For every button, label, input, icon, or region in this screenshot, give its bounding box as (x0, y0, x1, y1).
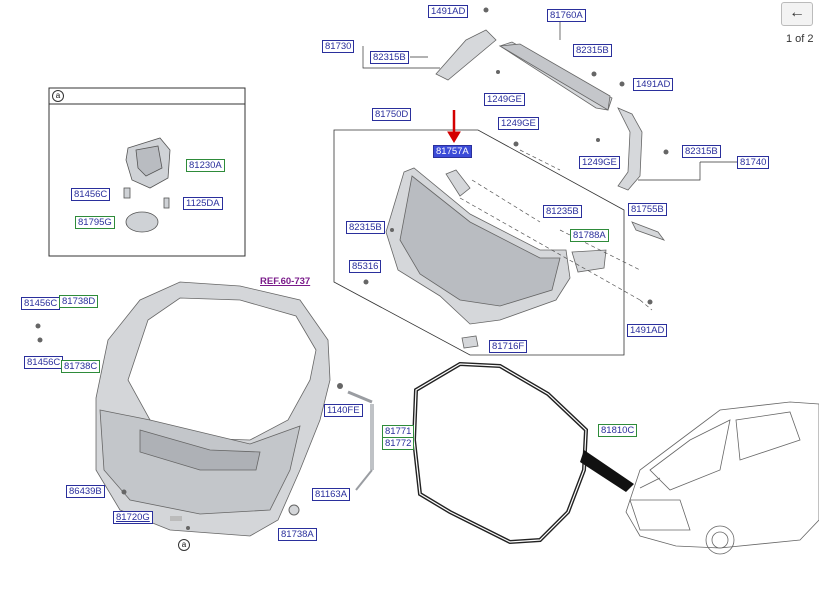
part-label-81788a[interactable]: 81788A (570, 229, 609, 242)
arrow-left-icon: ← (789, 4, 805, 21)
page-indicator: 1 of 2 (786, 33, 814, 45)
part-label-81757a-selected[interactable]: 81757A (433, 145, 472, 158)
seal-pointer (580, 450, 634, 492)
part-label-81738d[interactable]: 81738D (59, 295, 99, 308)
part-label-81760a[interactable]: 81760A (547, 9, 586, 22)
part-label-81730[interactable]: 81730 (322, 40, 355, 53)
part-label-81795g[interactable]: 81795G (75, 216, 115, 229)
trim-group-frame (333, 129, 625, 356)
reference-link[interactable]: REF.60-737 (260, 276, 311, 287)
upper-trim-drawing (435, 29, 643, 191)
weatherstrip-seal (411, 361, 589, 545)
part-label-1249ge[interactable]: 1249GE (579, 156, 620, 169)
solid-leaders (362, 20, 737, 181)
part-label-81456c[interactable]: 81456C (24, 356, 64, 369)
part-label-82315b[interactable]: 82315B (370, 51, 409, 64)
part-label-1249ge[interactable]: 1249GE (498, 117, 539, 130)
part-label-81230a[interactable]: 81230A (186, 159, 225, 172)
gas-strut-drawing (347, 390, 374, 491)
part-label-81716f[interactable]: 81716F (489, 340, 528, 353)
part-label-81235b[interactable]: 81235B (543, 205, 582, 218)
part-label-85316[interactable]: 85316 (349, 260, 382, 273)
red-arrow (447, 110, 461, 143)
callout-a-inset: a (52, 90, 64, 102)
part-label-82315b[interactable]: 82315B (346, 221, 385, 234)
part-label-82315b[interactable]: 82315B (573, 44, 612, 57)
part-label-1491ad[interactable]: 1491AD (428, 5, 469, 18)
part-label-81720g[interactable]: 81720G (113, 511, 153, 524)
part-label-81163a[interactable]: 81163A (312, 488, 351, 501)
part-label-81738c[interactable]: 81738C (61, 360, 101, 373)
fasteners (35, 7, 669, 530)
part-label-81456c[interactable]: 81456C (71, 188, 111, 201)
part-label-81740[interactable]: 81740 (737, 156, 770, 169)
part-label-1125da[interactable]: 1125DA (183, 197, 223, 210)
back-button[interactable]: ← (781, 2, 813, 26)
suv-illustration (625, 401, 819, 555)
inner-trim-panel-drawing (385, 167, 666, 349)
part-label-82315b[interactable]: 82315B (682, 145, 721, 158)
callout-a-bottom: a (178, 539, 190, 551)
part-label-1140fe[interactable]: 1140FE (324, 404, 363, 417)
inset-frame (48, 87, 246, 257)
part-label-1491ad[interactable]: 1491AD (627, 324, 668, 337)
part-label-81810c[interactable]: 81810C (598, 424, 638, 437)
part-label-81755b[interactable]: 81755B (628, 203, 667, 216)
tailgate-drawing (95, 281, 331, 537)
part-label-1249ge[interactable]: 1249GE (484, 93, 525, 106)
part-label-81750d[interactable]: 81750D (372, 108, 412, 121)
part-label-1491ad[interactable]: 1491AD (633, 78, 674, 91)
part-label-81772[interactable]: 81772 (382, 437, 415, 450)
part-label-81456c[interactable]: 81456C (21, 297, 61, 310)
part-label-81771[interactable]: 81771 (382, 425, 415, 438)
part-label-81738a[interactable]: 81738A (278, 528, 317, 541)
latch-assembly-drawing (123, 137, 171, 233)
part-label-86439b[interactable]: 86439B (66, 485, 105, 498)
